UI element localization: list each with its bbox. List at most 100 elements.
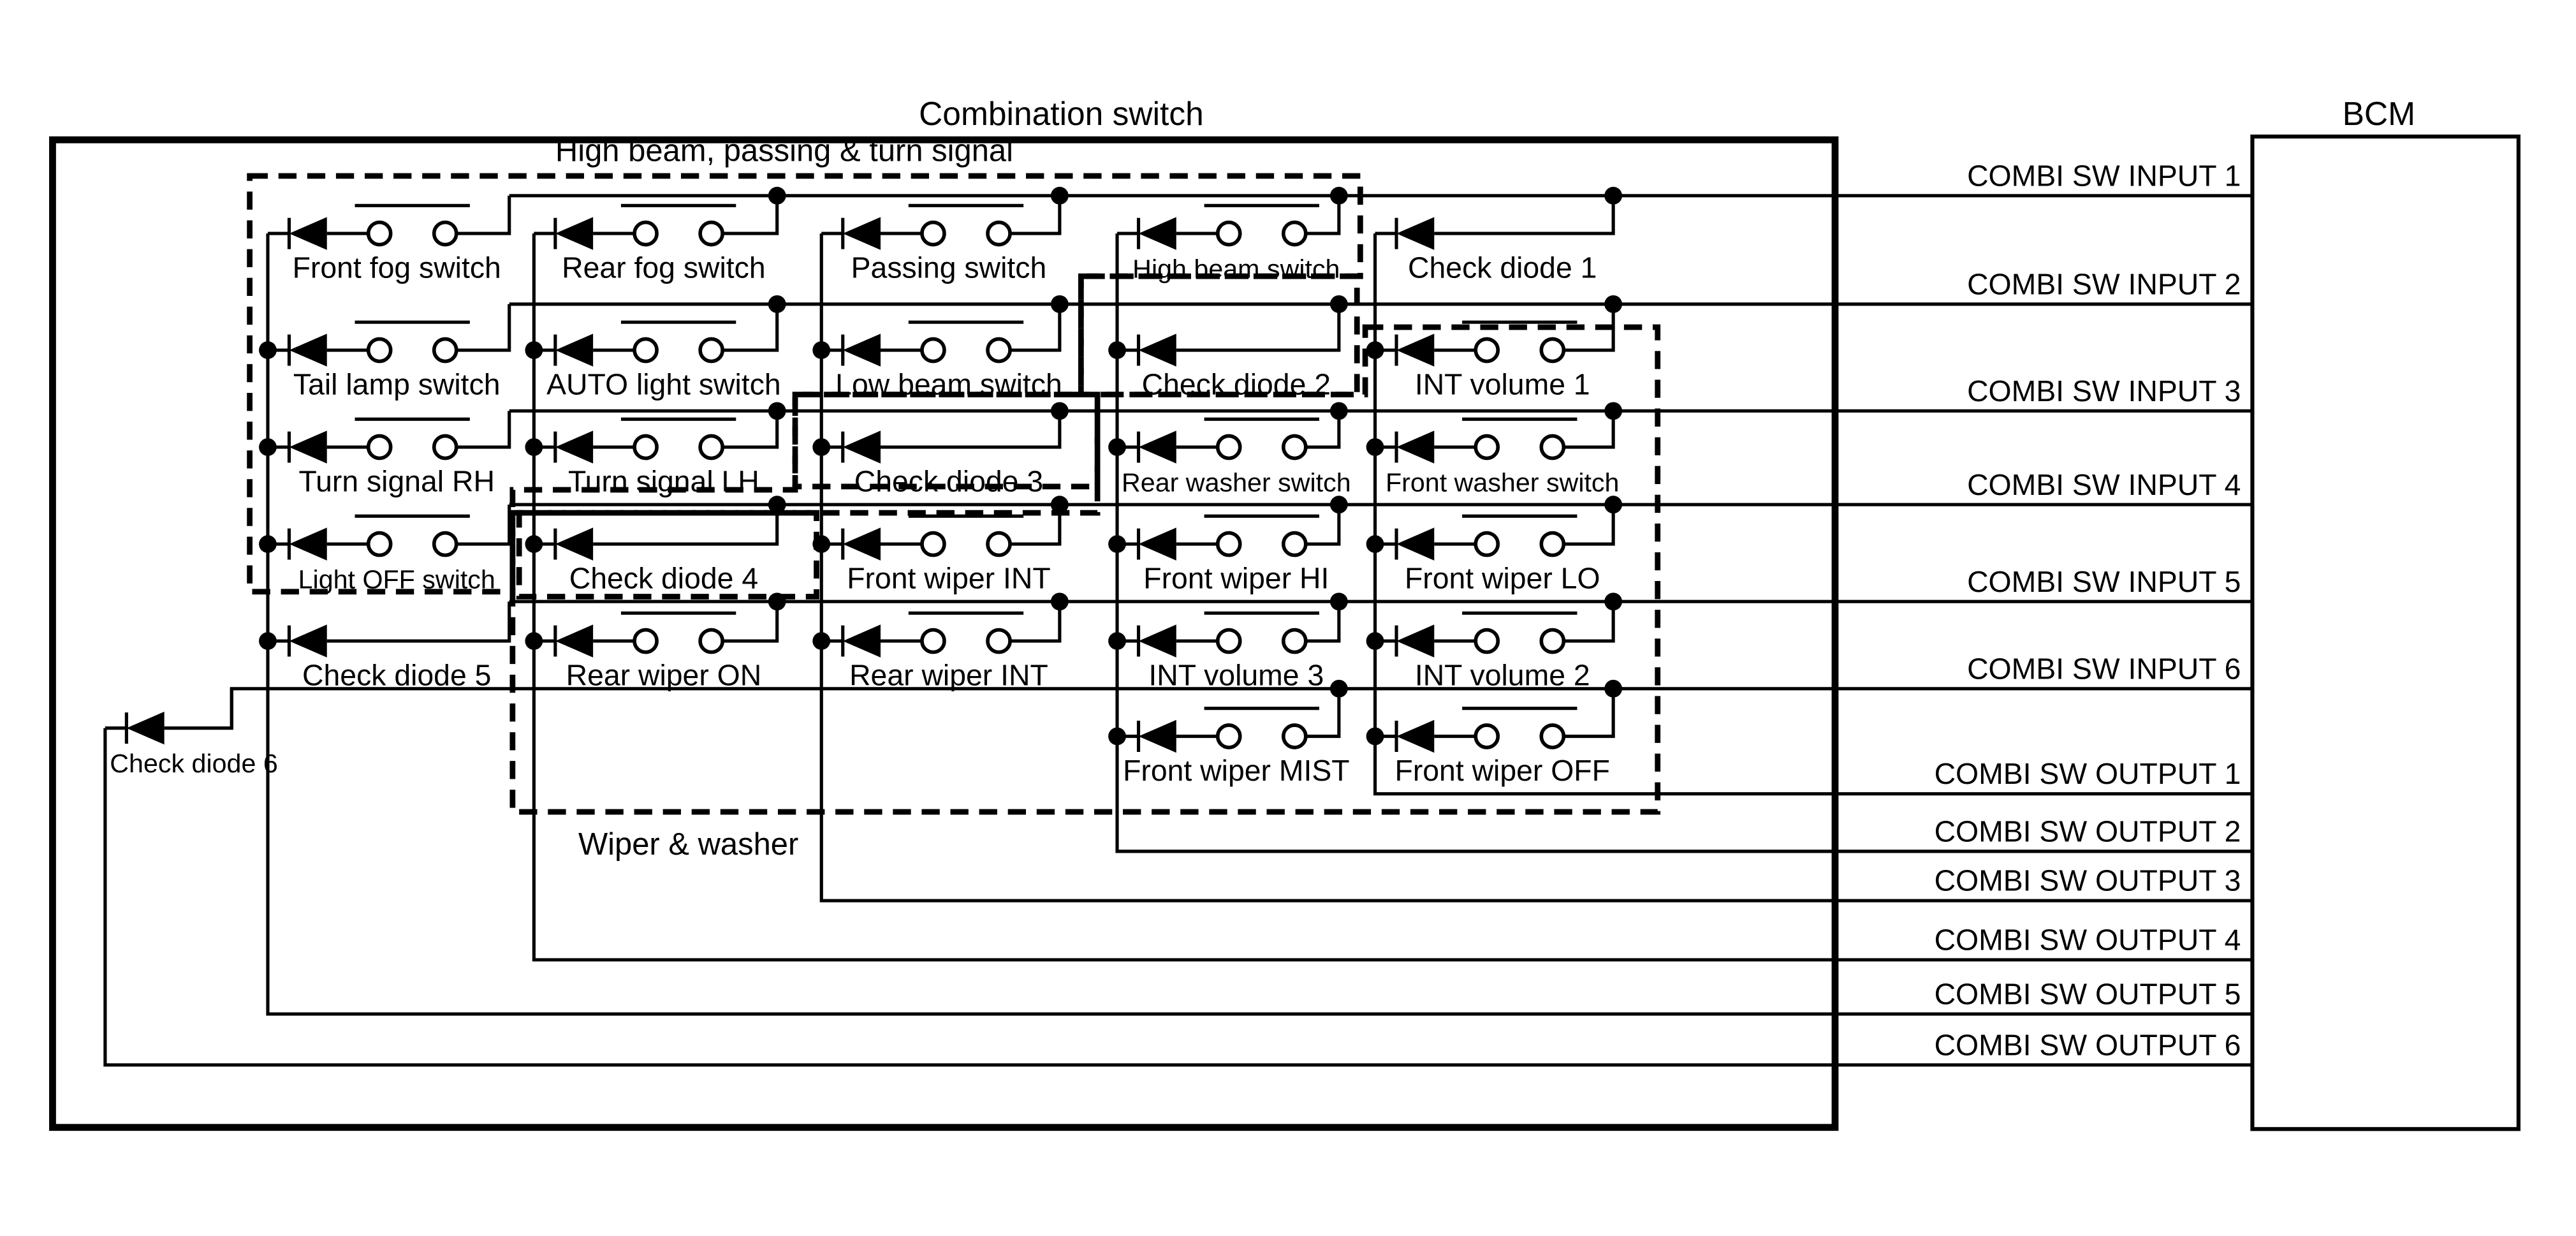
contact-terminal [1215,220,1242,247]
riser-wire [1010,504,1062,546]
junction-dot [768,186,786,205]
cell-label: Light OFF switch [298,565,495,594]
riser-wire [1306,601,1341,643]
output-line-5 [266,233,2253,1016]
junction-dot [1108,535,1126,553]
riser-wire [164,688,233,730]
junction-dot [1604,186,1623,205]
cell-light-off-switch: Light OFF switch [259,504,511,594]
contact-terminal [1215,531,1242,557]
cell-label: Check diode 4 [569,562,758,595]
cell-label: Front wiper LO [1405,562,1600,595]
cell-front-wiper-off: Front wiper OFF [1366,679,1623,787]
bcm-title: BCM [2343,95,2415,132]
cell-int-volume-3: INT volume 3 [1108,592,1348,692]
output-label-3: COMBI SW OUTPUT 3 [1935,864,2241,897]
riser-wire [593,504,779,546]
output-label-6: COMBI SW OUTPUT 6 [1935,1028,2241,1061]
diode-triangle-icon [555,217,594,250]
check-diode-4-outline [516,510,819,600]
lighting-group-label: High beam, passing & turn signal [555,134,1013,168]
riser-wire [1010,304,1062,352]
riser-wire [1434,195,1615,235]
diode-triangle-icon [1138,527,1176,561]
contact-terminal [1474,723,1500,749]
diode-triangle-icon [289,334,327,367]
diode-triangle-icon [126,711,165,745]
junction-dot [1108,438,1126,456]
riser-wire [722,304,779,352]
diode-triangle-icon [1396,527,1435,561]
junction-dot [768,402,786,420]
riser-wire [1010,195,1062,235]
cell-front-wiper-lo: Front wiper LO [1366,496,1623,595]
diode-triangle-icon [1138,217,1176,250]
contact-terminal [366,531,393,557]
diode-triangle-icon [1138,719,1176,753]
cell-label: Front fog switch [293,251,501,284]
riser-wire [457,411,511,449]
riser-wire [1306,411,1341,449]
cell-label: INT volume 2 [1415,659,1590,692]
riser-wire [457,504,511,546]
cell-check-diode-3: Check diode 3 [812,402,1069,498]
contact-terminal [1539,337,1566,364]
junction-dot [768,592,786,611]
junction-dot [1604,496,1623,514]
contact-terminal [920,220,946,247]
contact-terminal [698,220,724,247]
cell-high-beam-switch: High beam switch [1117,186,1348,284]
check-diode-2-outline [1078,273,1360,397]
contact-terminal [1215,628,1242,654]
contact-terminal [366,220,393,247]
contact-terminal [1215,434,1242,460]
output-bus-lines [103,233,2253,1067]
cell-front-fog-switch: Front fog switch [267,195,511,284]
signal-labels: COMBI SW INPUT 1 COMBI SW INPUT 2 COMBI … [1935,159,2241,1061]
output-label-5: COMBI SW OUTPUT 5 [1935,977,2241,1010]
contact-terminal [1281,531,1308,557]
junction-dot [1366,535,1384,553]
contact-terminal [986,628,1012,654]
combination-switch-box [49,136,1839,1131]
cell-int-volume-2: INT volume 2 [1366,592,1623,692]
input-label-1: COMBI SW INPUT 1 [1967,159,2241,192]
cell-label: Front wiper HI [1143,562,1329,595]
cell-label: Passing switch [851,251,1047,284]
cell-turn-signal-lh: Turn signal LH [525,402,786,498]
diode-triangle-icon [289,430,327,464]
diode-triangle-icon [842,217,881,250]
cell-rear-wiper-on: Rear wiper ON [525,592,786,692]
cell-front-wiper-int: Front wiper INT [812,496,1069,595]
cell-label: INT volume 3 [1148,659,1324,692]
cell-label: Turn signal LH [568,465,759,498]
contact-terminal [1539,628,1566,654]
cell-low-beam-switch: Low beam switch [812,295,1069,401]
contact-terminal [698,337,724,364]
cell-auto-light-switch: AUTO light switch [525,295,786,401]
cell-label: AUTO light switch [546,368,781,401]
junction-dot [1366,341,1384,359]
cell-front-wiper-hi: Front wiper HI [1108,496,1348,595]
cell-front-washer-switch: Front washer switch [1366,402,1623,497]
output-label-2: COMBI SW OUTPUT 2 [1935,814,2241,848]
cell-label: High beam switch [1132,254,1340,284]
riser-wire [1306,504,1341,546]
riser-wire [457,304,511,352]
contact-terminal [633,337,659,364]
bcm-box [2250,134,2521,1131]
contact-terminal [633,628,659,654]
output-label-4: COMBI SW OUTPUT 4 [1935,923,2241,956]
junction-dot [1050,592,1069,611]
junction-dot [1604,679,1623,698]
diode-triangle-icon [1396,719,1435,753]
cell-rear-wiper-int: Rear wiper INT [812,592,1069,692]
junction-dot [1108,341,1126,359]
riser-wire [1306,688,1341,739]
contact-terminal [1474,434,1500,460]
diode-triangle-icon [1138,430,1176,464]
junction-dot [1366,438,1384,456]
junction-dot [1108,632,1126,650]
junction-dot [1604,295,1623,313]
